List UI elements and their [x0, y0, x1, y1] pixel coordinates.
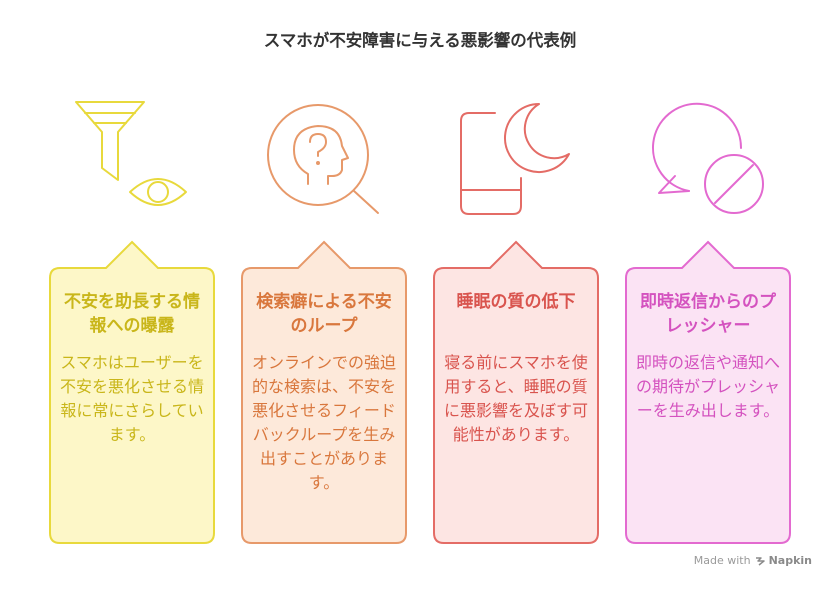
card-body: 即時の返信や通知への期待がプレッシャーを生み出します。 — [636, 353, 781, 420]
card-body: オンラインでの強迫的な検索は、不安を悪化させるフィードバックループを生み出すこと… — [252, 353, 397, 492]
diagram-title: スマホが不安障害に与える悪影響の代表例 — [263, 31, 577, 50]
card-callout-shape — [433, 240, 599, 544]
card-title: 不安を助長する情報への曝露 — [64, 292, 200, 336]
footer-made-with: Made with — [693, 554, 751, 567]
card-callout-shape — [625, 240, 791, 544]
card-body: 寝る前にスマホを使用すると、睡眠の質に悪影響を及ぼす可能性があります。 — [444, 353, 589, 444]
made-with-napkin-footer: Made with Napkin — [694, 554, 812, 567]
card-title: 検索癖による不安のループ — [256, 292, 392, 336]
card-reply-pressure: 即時返信からのプレッシャー 即時の返信や通知への期待がプレッシャーを生み出します… — [624, 240, 792, 545]
head-question-magnifier-icon — [267, 104, 379, 214]
card-body: スマホはユーザーを不安を悪化させる情報に常にさらしています。 — [60, 353, 205, 444]
card-title: 睡眠の質の低下 — [456, 292, 576, 312]
napkin-logo-icon — [755, 556, 765, 566]
funnel-eye-icon — [75, 101, 187, 206]
card-callout-shape — [241, 240, 407, 544]
chat-prohibited-icon — [652, 102, 764, 214]
card-sleep-quality: 睡眠の質の低下 寝る前にスマホを使用すると、睡眠の質に悪影響を及ぼす可能性があり… — [432, 240, 600, 545]
card-title: 即時返信からのプレッシャー — [640, 292, 776, 336]
card-search-loop: 検索癖による不安のループ オンラインでの強迫的な検索は、不安を悪化させるフィード… — [240, 240, 408, 545]
card-information-exposure: 不安を助長する情報への曝露 スマホはユーザーを不安を悪化させる情報に常にさらして… — [48, 240, 216, 545]
phone-moon-icon — [460, 103, 570, 215]
footer-brand: Napkin — [768, 554, 812, 567]
card-callout-shape — [49, 240, 215, 544]
